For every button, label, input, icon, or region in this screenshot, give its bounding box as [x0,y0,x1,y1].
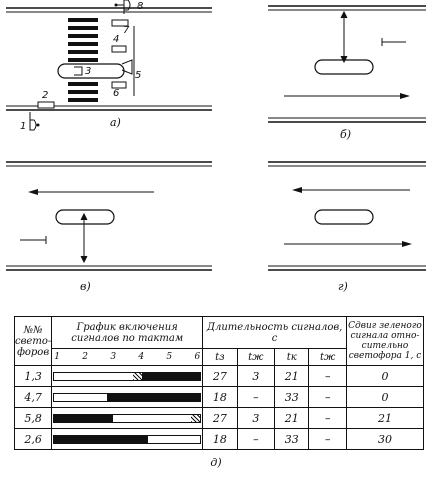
row-schedule [51,386,204,408]
row-t-yellow: 3 [236,365,276,387]
schedule-bar [53,413,202,423]
row-signal-ids: 4,7 [13,386,53,408]
phase-tick-row: 1 2 3 4 5 6 [51,348,204,366]
header-t-yellow: tж [236,348,276,366]
header-green-shift: Сдвиг зеленого сигнала отно- сительно св… [346,316,424,366]
header-t-green: tз [202,348,238,366]
row-signal-ids: 2,6 [13,428,53,450]
row-t-red: 33 [274,386,310,408]
signal-yellow-segment [191,414,201,422]
panel-a: 8 7 4 5 6 3 2 1 а) [6,0,212,132]
signal-yellow-segment [133,372,142,380]
signal-red-segment [106,393,201,401]
signal-7 [111,19,129,27]
panel-a-label: а) [110,116,121,129]
table-row: 2,6 18 – 33 – 30 [13,428,424,450]
row-t-green: 18 [202,386,238,408]
signal-4 [111,45,127,53]
row-t-green: 18 [202,428,238,450]
marker-3: 3 [85,66,91,77]
signal-3 [74,66,83,76]
header-t-yellow-2: tж [308,348,347,366]
row-t-red: 21 [274,407,310,429]
marker-5: 5 [135,70,141,81]
row-green-shift: 0 [346,365,424,387]
row-t-yellow: – [236,428,276,450]
signal-5 [121,59,133,75]
signal-1 [29,119,37,131]
signal-8 [123,0,131,11]
panel-d-label: д) [210,456,222,469]
marker-1: 1 [20,121,26,132]
row-schedule [51,365,204,387]
header-signal-numbers: №№ свето- форов [13,316,53,366]
row-signal-ids: 5,8 [13,407,53,429]
table-row: 1,3 27 3 21 – 0 [13,365,424,387]
marker-8: 8 [137,1,143,12]
row-green-shift: 21 [346,407,424,429]
header-t-red: tк [274,348,310,366]
schedule-bar [53,371,202,381]
phase-tick-label: 2 [82,352,88,362]
row-t-red: 33 [274,428,310,450]
table-row: 4,7 18 – 33 – 0 [13,386,424,408]
signal-6 [111,81,127,89]
row-schedule [51,428,204,450]
row-t-red: 21 [274,365,310,387]
schedule-bar [53,434,202,444]
row-schedule [51,407,204,429]
row-t-yellow-2: – [308,365,347,387]
phase-tick-label: 6 [194,352,201,362]
crosswalk [68,18,98,102]
marker-4: 4 [113,34,119,45]
marker-6: 6 [113,88,119,99]
vehicle [314,209,374,225]
signal-red-segment [54,414,113,422]
signal-2 [37,101,55,109]
panel-g: г) [268,161,426,293]
row-t-yellow: – [236,386,276,408]
phase-tick-label: 4 [138,352,145,362]
panel-g-label: г) [338,280,348,293]
marker-7: 7 [123,25,130,36]
header-duration: Длительность сигналов, с [202,316,347,349]
row-green-shift: 30 [346,428,424,450]
signal-red-segment [141,372,201,380]
row-t-green: 27 [202,407,238,429]
row-t-yellow-2: – [308,386,347,408]
table-row: 5,8 27 3 21 – 21 [13,407,424,429]
phase-tick-label: 5 [166,352,173,362]
panel-v-label: в) [80,280,91,293]
row-t-yellow-2: – [308,407,347,429]
row-green-shift: 0 [346,386,424,408]
panel-b-label: б) [340,128,351,141]
row-signal-ids: 1,3 [13,365,53,387]
panel-b: б) [268,5,426,141]
header-schedule: График включения сигналов по тактам [51,316,204,349]
phase-tick-label: 3 [110,352,117,362]
signal-red-segment [54,435,148,443]
row-t-green: 27 [202,365,238,387]
marker-2: 2 [42,90,48,101]
phase-tick-label: 1 [54,352,60,362]
row-t-yellow-2: – [308,428,347,450]
signal-timing-table: №№ свето- форов График включения сигнало… [13,316,424,450]
row-t-yellow: 3 [236,407,276,429]
panel-v: в) [6,161,212,293]
schedule-bar [53,392,202,402]
